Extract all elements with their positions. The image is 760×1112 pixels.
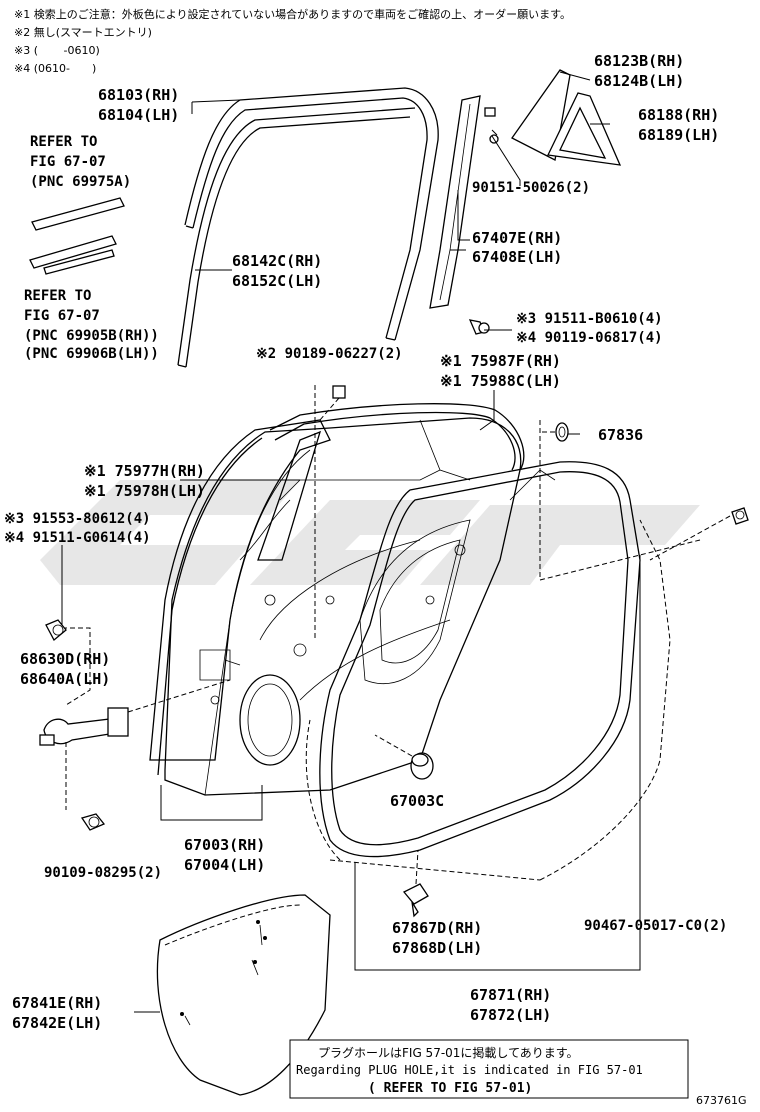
- label-91511-b0610: ※3 91511-B0610(4): [516, 311, 663, 327]
- notice-jp: プラグホールはFIG 57-01に掲載してあります。: [318, 1045, 579, 1060]
- door-weatherstrip: [319, 461, 641, 858]
- refer-2-line-b: FIG 67-07: [24, 308, 100, 324]
- notice-en: Regarding PLUG HOLE,it is indicated in F…: [296, 1063, 643, 1077]
- refer-2-line-d: (PNC 69906B(LH)): [24, 346, 159, 362]
- bolt-90109: [80, 813, 106, 831]
- plug-67836: [555, 422, 569, 442]
- label-67408e: 67408E(LH): [472, 248, 562, 266]
- label-67003c: 67003C: [390, 792, 444, 810]
- center-frame: [429, 95, 499, 309]
- bolt-67003c: [410, 752, 434, 780]
- watermark: [40, 480, 700, 585]
- refer-1-line-b: FIG 67-07: [30, 154, 106, 170]
- label-67836: 67836: [598, 426, 643, 444]
- note-1: ※1 検索上のご注意：外板色により設定されていない場合がありますので車両をご確認…: [14, 7, 571, 21]
- notice-ref: ( REFER TO FIG 57-01): [368, 1081, 532, 1096]
- label-68142c: 68142C(RH): [232, 252, 322, 270]
- label-67407e: 67407E(RH): [472, 229, 562, 247]
- note-3: ※3 ( -0610): [14, 44, 100, 57]
- clip-90467: [731, 507, 749, 525]
- label-68189: 68189(LH): [638, 126, 719, 144]
- label-67872: 67872(LH): [470, 1006, 551, 1024]
- quarter-weatherstrip: [547, 92, 622, 166]
- label-67871: 67871(RH): [470, 986, 551, 1004]
- label-67868d: 67868D(LH): [392, 939, 482, 957]
- label-91553: ※3 91553-80612(4): [4, 511, 151, 527]
- label-68103: 68103(RH): [98, 86, 179, 104]
- label-68124b: 68124B(LH): [594, 72, 684, 90]
- label-68152c: 68152C(LH): [232, 272, 322, 290]
- door-check: [39, 707, 129, 746]
- label-67004: 67004(LH): [184, 856, 265, 874]
- label-90189: ※2 90189-06227(2): [256, 346, 403, 362]
- glass-run-channel: [177, 107, 416, 368]
- note-4: ※4 (0610- ): [14, 62, 96, 75]
- window-frame-run: [184, 87, 439, 341]
- figure-code: 673761G: [696, 1094, 747, 1107]
- refer-2-line-c: (PNC 69905B(RH)): [24, 328, 159, 344]
- refer-1-line-c: (PNC 69975A): [30, 174, 131, 190]
- label-90467: 90467-05017-C0(2): [584, 918, 727, 934]
- label-68123b: 68123B(RH): [594, 52, 684, 70]
- label-68630d: 68630D(RH): [20, 650, 110, 668]
- door-opening-moulding: [269, 403, 525, 471]
- service-hole-cover: [156, 894, 331, 1096]
- label-67867d: 67867D(RH): [392, 919, 482, 937]
- clip-67867d: [402, 883, 429, 918]
- label-90151: 90151-50026(2): [472, 180, 590, 196]
- screw-91511: [468, 319, 490, 335]
- bolt-91553: [45, 619, 67, 642]
- leader-lines: [61, 71, 641, 1013]
- label-67841e: 67841E(RH): [12, 994, 102, 1012]
- label-68104: 68104(LH): [98, 106, 179, 124]
- refer-1-line-a: REFER TO: [30, 134, 97, 150]
- label-90109: 90109-08295(2): [44, 865, 162, 881]
- refer-2-line-a: REFER TO: [24, 288, 91, 304]
- label-68640a: 68640A(LH): [20, 670, 110, 688]
- belt-moulding: [29, 197, 125, 275]
- label-67842e: 67842E(LH): [12, 1014, 102, 1032]
- label-67003: 67003(RH): [184, 836, 265, 854]
- label-68188: 68188(RH): [638, 106, 719, 124]
- label-75987f: ※1 75987F(RH): [440, 352, 561, 370]
- label-75978h: ※1 75978H(LH): [84, 482, 205, 500]
- label-91511-g0614: ※4 91511-G0614(4): [4, 530, 151, 546]
- label-75977h: ※1 75977H(RH): [84, 462, 205, 480]
- label-75988c: ※1 75988C(LH): [440, 372, 561, 390]
- clip-90189: [332, 385, 346, 399]
- note-2: ※2 無し(スマートエントリ): [14, 25, 152, 39]
- plug-hole-notice: プラグホールはFIG 57-01に掲載してあります。 Regarding PLU…: [289, 1039, 689, 1099]
- label-90119: ※4 90119-06817(4): [516, 330, 663, 346]
